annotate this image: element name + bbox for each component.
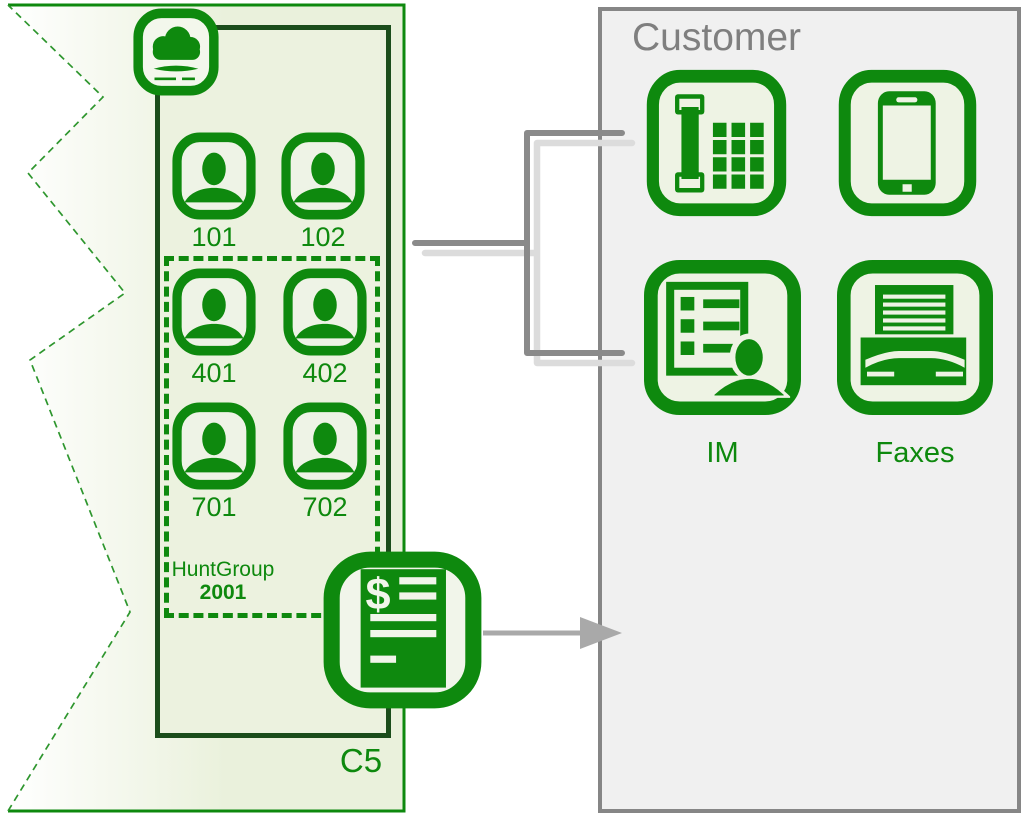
cloud-pbx-icon — [133, 8, 219, 96]
desk-phone-icon — [645, 68, 788, 218]
provider-region-border — [8, 3, 406, 813]
user-icon — [283, 268, 367, 356]
huntgroup-dashed-box — [164, 256, 380, 618]
c5-label: C5 — [339, 742, 383, 779]
mobile-phone-icon — [837, 68, 978, 218]
extension-101: 101 — [172, 132, 256, 252]
huntgroup-name: HuntGroup — [171, 558, 275, 581]
extension-702: 702 — [283, 402, 367, 522]
user-icon — [281, 132, 365, 220]
user-icon — [283, 402, 367, 490]
huntgroup-number: 2001 — [199, 581, 247, 604]
huntgroup-label: HuntGroup 2001 — [163, 558, 283, 604]
im-label: IM — [706, 437, 739, 469]
customer-title: Customer — [632, 16, 802, 59]
extension-label: 102 — [300, 222, 346, 252]
extension-402: 402 — [283, 268, 367, 388]
extension-401: 401 — [172, 268, 256, 388]
extension-label: 701 — [191, 492, 237, 522]
user-icon — [172, 402, 256, 490]
fax-icon — [835, 258, 995, 417]
extension-label: 702 — [302, 492, 348, 522]
extension-label: 101 — [191, 222, 237, 252]
dollar-sign: $ — [365, 568, 390, 619]
extension-701: 701 — [172, 402, 256, 522]
extension-label: 401 — [191, 358, 237, 388]
extension-label: 402 — [302, 358, 348, 388]
user-icon — [172, 132, 256, 220]
user-icon — [172, 268, 256, 356]
provider-region-zigzag-edge — [7, 4, 131, 812]
faxes-label: Faxes — [875, 437, 955, 469]
extension-102: 102 — [281, 132, 365, 252]
billing-invoice-icon: $ — [322, 550, 483, 710]
im-icon — [642, 258, 803, 417]
